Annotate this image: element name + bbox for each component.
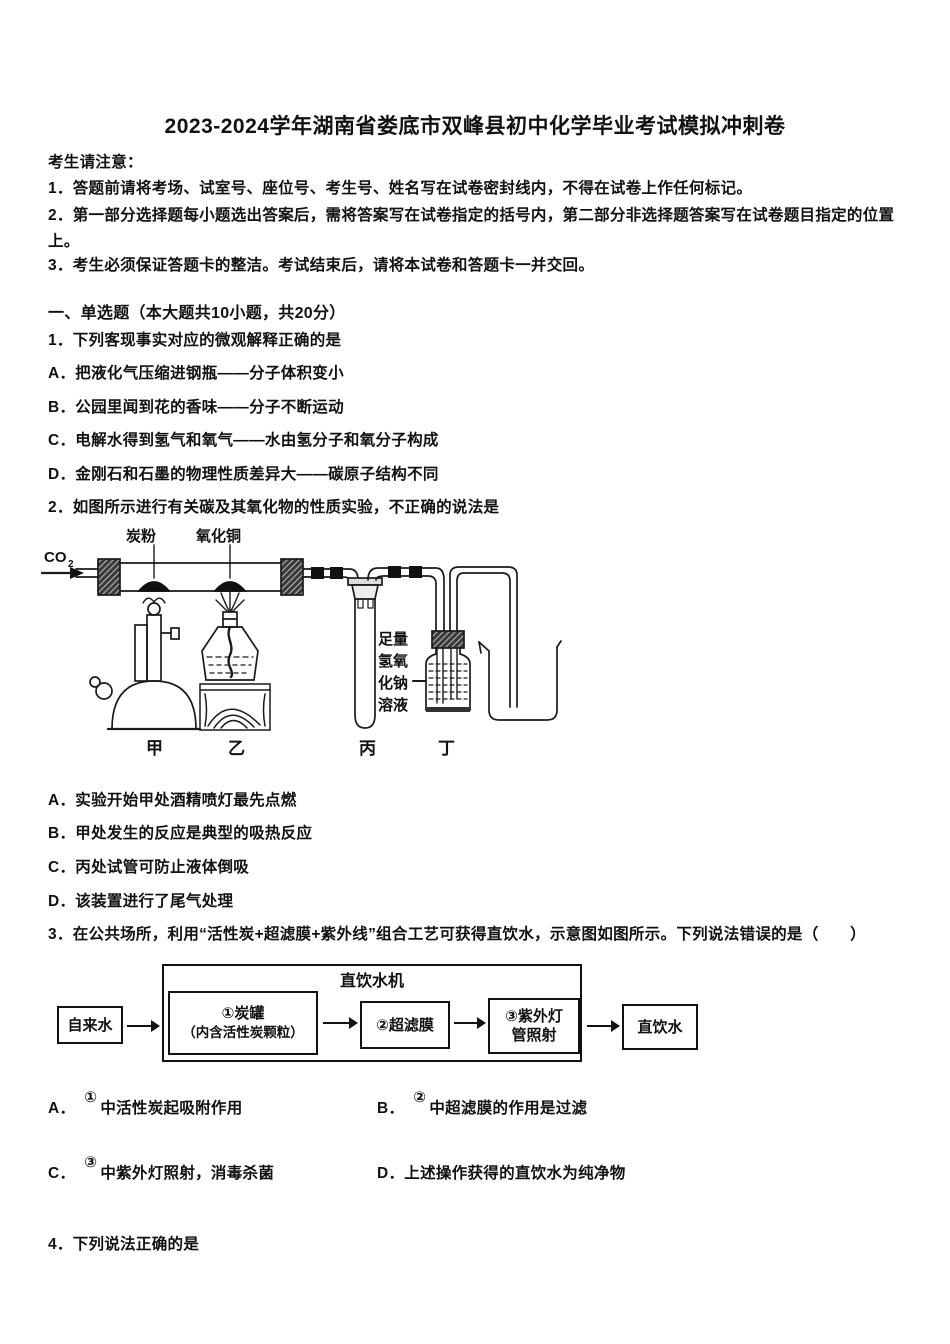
- q3-stem: 3．在公共场所，利用“活性炭+超滤膜+紫外线”组合工艺可获得直饮水，示意图如图所…: [48, 926, 866, 943]
- flow-input-box: 自来水: [57, 1006, 123, 1044]
- q3-option-d: D．上述操作获得的直饮水为纯净物: [377, 1165, 626, 1182]
- carbon-powder-label: 炭粉: [126, 527, 156, 545]
- q1-option-b: B．公园里闻到花的香味——分子不断运动: [48, 399, 344, 416]
- q2-option-a: A．实验开始甲处酒精喷灯最先点燃: [48, 792, 297, 809]
- flow-output-box: 直饮水: [622, 1004, 698, 1050]
- notice-heading: 考生请注意：: [48, 154, 143, 171]
- label-ding: 丁: [438, 739, 455, 758]
- glass-tube: [97, 562, 304, 592]
- notice-item-2: 2．第一部分选择题每小题选出答案后，需将答案写在试卷指定的括号内，第二部分非选择…: [48, 207, 895, 250]
- circled-2: ②: [413, 1089, 427, 1106]
- q3-option-b: B．②中超滤膜的作用是过滤: [377, 1089, 588, 1117]
- alcohol-blast-lamp: [89, 602, 202, 731]
- q1-option-c: C．电解水得到氢气和氧气——水由氢分子和氧分子构成: [48, 432, 439, 449]
- stopper-left: [97, 558, 121, 596]
- flow-arrow-icon: [587, 1020, 620, 1032]
- alcohol-lamp: [201, 611, 259, 681]
- naoh-label-line4: 溶液: [378, 696, 409, 714]
- copper-oxide-pile: [213, 581, 247, 592]
- co2-subscript: 2: [68, 559, 74, 570]
- test-tube: [347, 577, 383, 729]
- connecting-tube-3: [449, 566, 518, 708]
- wood-block: [199, 683, 271, 731]
- machine-label: 直饮水机: [339, 973, 404, 990]
- q2-option-d: D．该装置进行了尾气处理: [48, 893, 234, 910]
- beaker: [478, 640, 562, 721]
- circled-1: ①: [84, 1089, 98, 1106]
- q4-stem: 4．下列说法正确的是: [48, 1236, 200, 1253]
- q3-option-a: A．①中活性炭起吸附作用: [48, 1089, 243, 1117]
- q1-stem: 1．下列客现事实对应的微观解释正确的是: [48, 332, 342, 349]
- naoh-label-line3: 化钠: [378, 674, 408, 692]
- q2-stem: 2．如图所示进行有关碳及其氧化物的性质实验，不正确的说法是: [48, 499, 500, 516]
- copper-oxide-label: 氧化铜: [195, 527, 241, 545]
- q3-option-c: C．③中紫外灯照射，消毒杀菌: [48, 1154, 275, 1182]
- flow-arrow-icon: [454, 1017, 486, 1029]
- flow-arrow-icon: [127, 1020, 160, 1032]
- naoh-label-line2: 氢氧: [378, 652, 408, 670]
- apparatus-diagram: 炭粉 氧化铜 CO 2 足量 氢氧 化钠 溶液 甲 乙 丙 丁: [40, 527, 562, 758]
- notice-item-1: 1．答题前请将考场、试室号、座位号、考生号、姓名写在试卷密封线内，不得在试卷上作…: [48, 180, 753, 197]
- co2-label: CO: [44, 549, 67, 566]
- flame-jia: [142, 597, 166, 604]
- q2-option-c: C．丙处试管可防止液体倒吸: [48, 859, 250, 876]
- notice-item-3: 3．考生必须保证答题卡的整洁。考试结束后，请将本试卷和答题卡一并交回。: [48, 257, 595, 274]
- naoh-label-line1: 足量: [378, 631, 408, 648]
- connecting-tube-2: [367, 566, 445, 632]
- label-bing: 丙: [359, 739, 376, 758]
- stopper-right: [280, 558, 304, 596]
- q2-option-b: B．甲处发生的反应是典型的吸热反应: [48, 825, 313, 842]
- flow-arrow-icon: [323, 1017, 358, 1029]
- q1-option-a: A．把液化气压缩进钢瓶——分子体积变小: [48, 365, 344, 382]
- section-heading: 一、单选题（本大题共10小题，共20分）: [48, 305, 346, 322]
- gas-washing-bottle: [425, 630, 471, 712]
- label-yi: 乙: [228, 739, 245, 758]
- circled-3: ③: [84, 1154, 98, 1171]
- label-jia: 甲: [146, 739, 163, 758]
- carbon-powder-pile: [137, 581, 171, 592]
- flow-step2-box: ②超滤膜: [360, 1001, 450, 1049]
- gas-inlet-arrow-icon: [40, 567, 84, 579]
- flow-step3-box: ③紫外灯 管照射: [488, 998, 580, 1054]
- flow-step1-box: ①炭罐 （内含活性炭颗粒）: [168, 991, 318, 1055]
- flame-yi: [215, 590, 245, 613]
- page-title: 2023-2024学年湖南省娄底市双峰县初中化学毕业考试模拟冲刺卷: [164, 115, 786, 138]
- q1-option-d: D．金刚石和石墨的物理性质差异大——碳原子结构不同: [48, 466, 439, 483]
